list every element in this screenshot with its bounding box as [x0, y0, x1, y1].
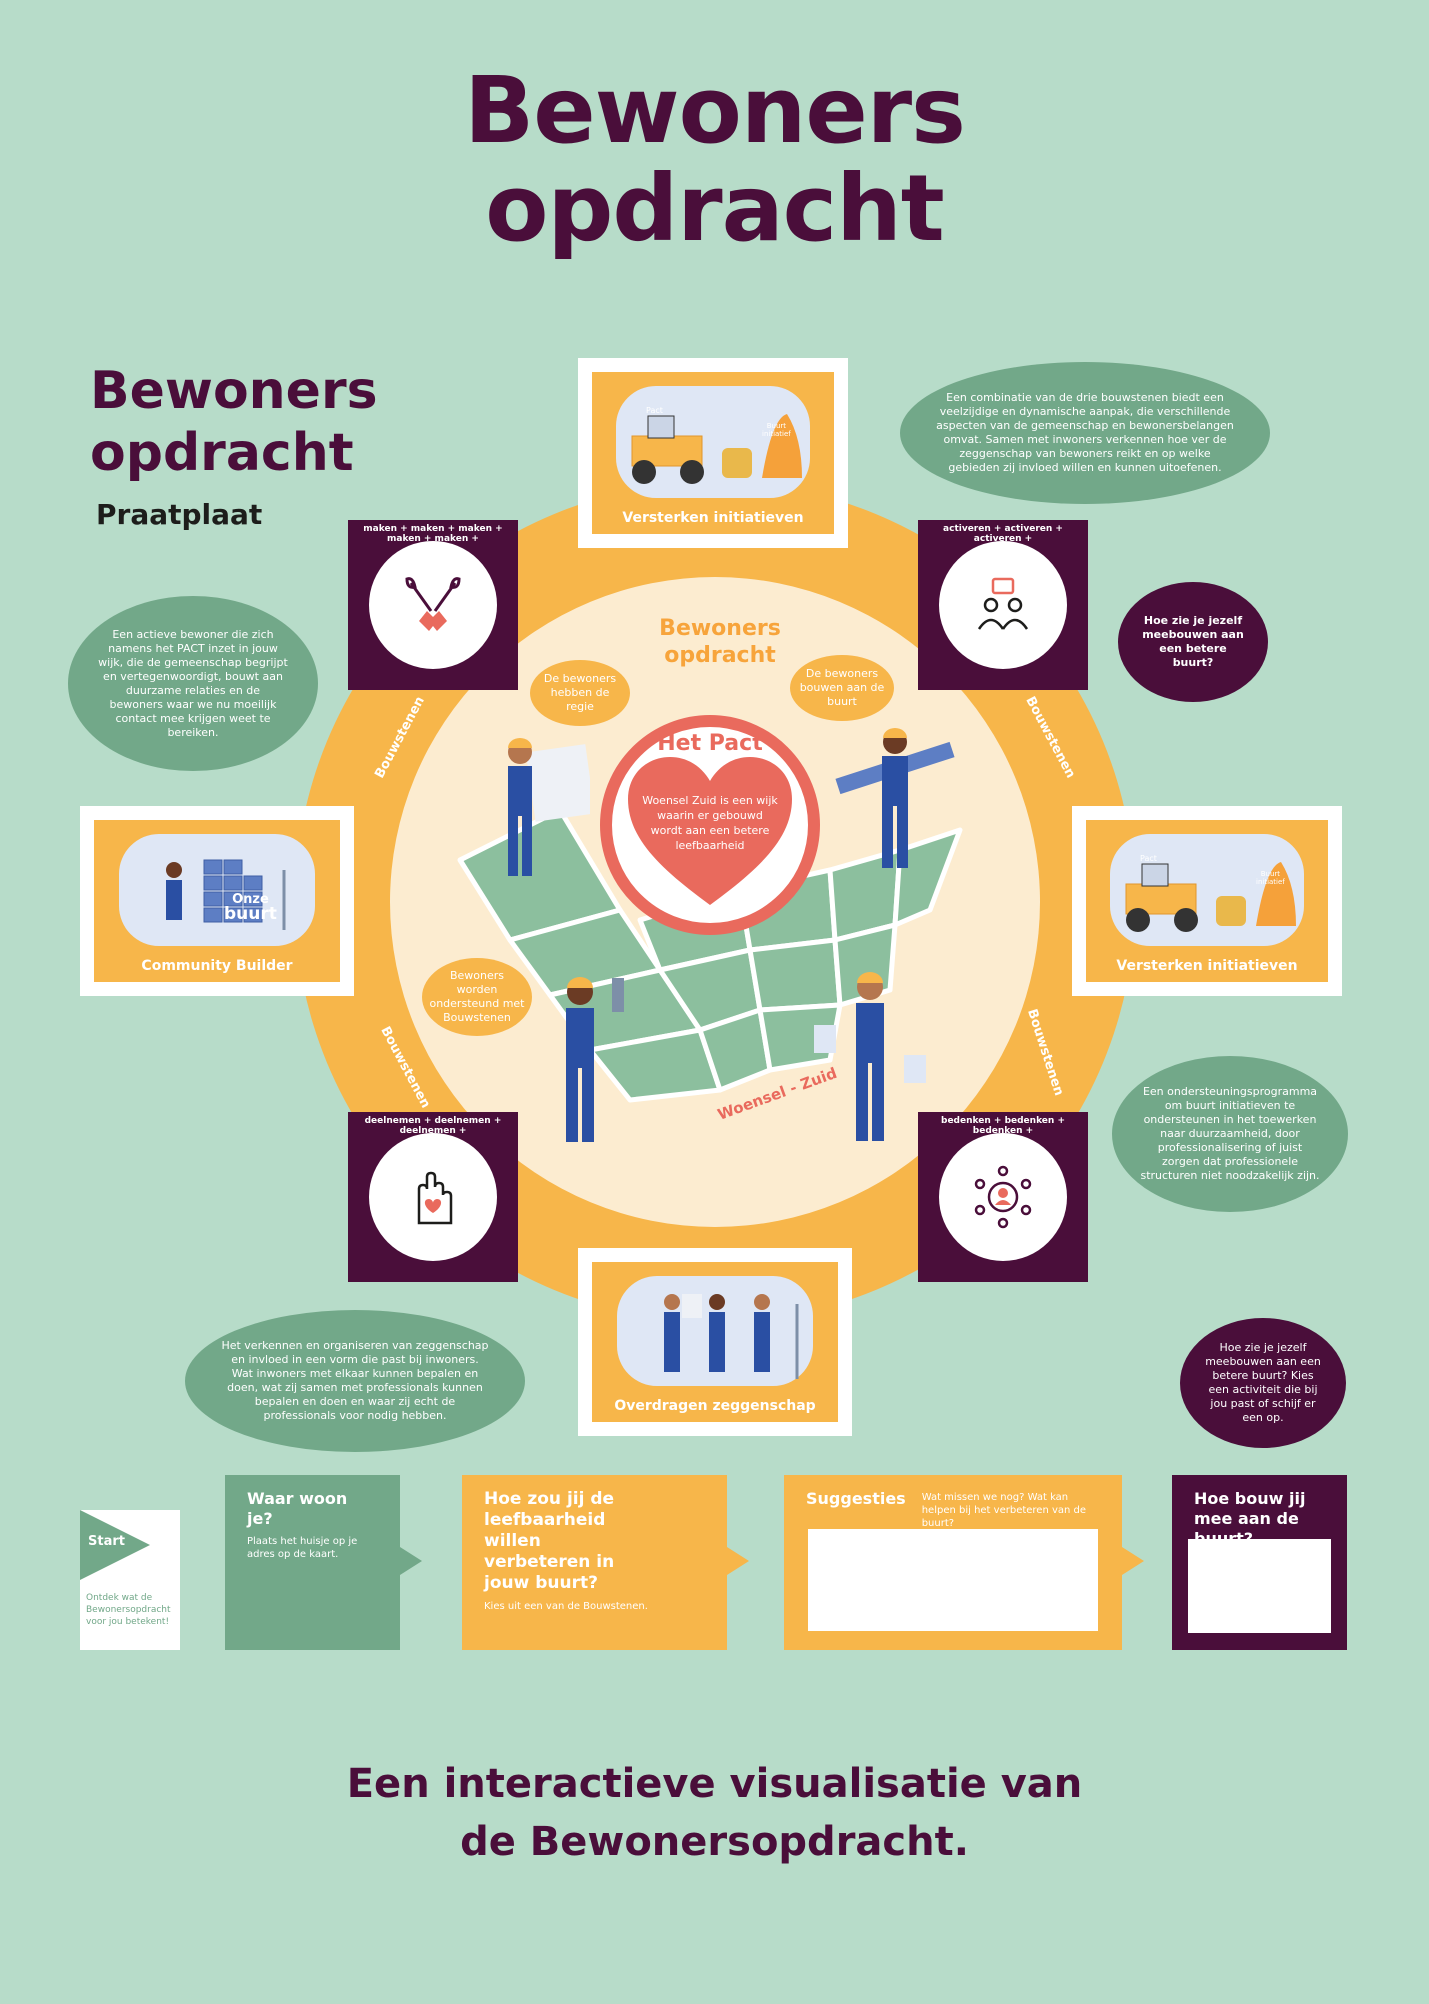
- block-activeren-text: activeren + activeren + activeren +: [943, 524, 1063, 544]
- start-label: Start: [88, 1534, 125, 1549]
- speech-left: Een actieve bewoner die zich namens het …: [68, 596, 318, 771]
- speech-question-bottom-right: Hoe zie je jezelf meebouwen aan een bete…: [1180, 1318, 1346, 1448]
- arrow-right-icon: [1122, 1547, 1144, 1575]
- page-title-line1: Bewoners: [464, 57, 966, 164]
- card-label: Community Builder: [141, 958, 293, 974]
- start-card[interactable]: Start Ontdek wat de Bewonersopdracht voo…: [80, 1510, 180, 1650]
- bulldozer-icon: [631, 414, 802, 484]
- step1-text: Plaats het huisje op je adres op de kaar…: [247, 1536, 358, 1560]
- worker-figure: [835, 728, 955, 868]
- center-title: Bewoners opdracht: [640, 615, 800, 669]
- side-title: Bewoners opdracht: [90, 360, 378, 484]
- speech-bottom-left: Het verkennen en organiseren van zeggens…: [185, 1310, 525, 1452]
- pact-text: Woensel Zuid is een wijk waarin er gebou…: [642, 794, 778, 852]
- block-deelnemen-circle: [369, 1133, 497, 1261]
- step2-title: Hoe zou jij de leefbaarheid willen verbe…: [484, 1489, 615, 1593]
- start-text: Ontdek wat de Bewonersopdracht voor jou …: [86, 1593, 171, 1627]
- footer-tagline: Een interactieve visualisatie van de Bew…: [0, 1755, 1429, 1871]
- card-label: Versterken initiatieven: [622, 510, 804, 526]
- sign-onze-buurt-line2: buurt: [224, 904, 277, 924]
- worker-figure: [508, 738, 590, 876]
- block-deelnemen-text: deelnemen + deelnemen + deelnemen +: [364, 1116, 502, 1136]
- team-icon: [664, 1294, 799, 1379]
- worker-figure: [814, 972, 926, 1141]
- block-activeren[interactable]: activeren + activeren + activeren +: [918, 520, 1088, 690]
- card-label: Overdragen zeggenschap: [614, 1398, 816, 1414]
- page-title-line2: opdracht: [485, 155, 944, 262]
- step-hoe-bouw-jij[interactable]: Hoe bouw jij mee aan de buurt?: [1172, 1475, 1347, 1650]
- sign-onze-buurt: Onze buurt: [224, 892, 277, 924]
- pact-title: Het Pact: [657, 731, 763, 756]
- speech-right-bottom: Een ondersteuningsprogramma om buurt ini…: [1112, 1056, 1348, 1212]
- card-versterken-right[interactable]: Pact Buurt initiatief Versterken initiat…: [1072, 806, 1342, 996]
- center-title-line1: Bewoners: [659, 616, 781, 641]
- block-bedenken-circle: [939, 1133, 1067, 1261]
- sign-initiatief-line2: initiatief: [762, 430, 791, 438]
- block-bedenken-text: bedenken + bedenken + bedenken +: [941, 1116, 1065, 1136]
- people-activate-icon: [977, 577, 1029, 630]
- arrow-right-icon: [727, 1547, 749, 1575]
- step-leefbaarheid[interactable]: Hoe zou jij de leefbaarheid willen verbe…: [462, 1475, 749, 1650]
- suggestion-input[interactable]: [808, 1529, 1098, 1631]
- step3-text: Wat missen we nog? Wat kan helpen bij he…: [921, 1492, 1087, 1529]
- block-deelnemen[interactable]: deelnemen + deelnemen + deelnemen +: [348, 1112, 518, 1282]
- hand-heart-icon: [417, 1171, 453, 1225]
- answer-input[interactable]: [1188, 1539, 1331, 1633]
- bubble-ondersteund: Bewoners worden ondersteund met Bouwsten…: [422, 958, 532, 1036]
- footer-line1: Een interactieve visualisatie van: [346, 1761, 1083, 1807]
- sign-initiatief-line1: Buurt: [1260, 870, 1281, 878]
- page-title: Bewoners opdracht: [0, 62, 1429, 258]
- sign-pact: Pact: [646, 406, 663, 415]
- start-arrow-icon: [80, 1510, 150, 1580]
- card-versterken-top[interactable]: Pact Buurt initiatief Versterken initiat…: [578, 358, 848, 548]
- block-bedenken[interactable]: bedenken + bedenken + bedenken +: [918, 1112, 1088, 1282]
- network-icon: [974, 1165, 1032, 1229]
- block-maken-circle: [369, 541, 497, 669]
- step1-title: Waar woon je?: [247, 1489, 348, 1528]
- bubble-bouwen: De bewoners bouwen aan de buurt: [790, 655, 894, 721]
- shovels-icon: [405, 577, 461, 631]
- worker-figure: [566, 977, 624, 1142]
- card-community-builder[interactable]: Onze buurt Community Builder: [80, 806, 354, 996]
- block-maken-text: maken + maken + maken + maken + maken +: [363, 524, 503, 544]
- blocks-wall-icon: [166, 859, 286, 930]
- card-label: Versterken initiatieven: [1116, 958, 1298, 974]
- arrow-right-icon: [400, 1547, 422, 1575]
- bulldozer-icon: [1125, 862, 1296, 932]
- speech-question-right: Hoe zie je jezelf meebouwen aan een bete…: [1118, 582, 1268, 702]
- block-maken[interactable]: maken + maken + maken + maken + maken +: [348, 520, 518, 690]
- side-subtitle: Praatplaat: [96, 498, 263, 531]
- block-activeren-circle: [939, 541, 1067, 669]
- footer-line2: de Bewonersopdracht.: [460, 1819, 969, 1865]
- side-title-line1: Bewoners: [90, 361, 378, 421]
- sign-pact: Pact: [1140, 854, 1157, 863]
- bubble-regie: De bewoners hebben de regie: [530, 660, 630, 726]
- sign-initiatief: Buurt initiatief: [762, 422, 791, 438]
- sign-onze-buurt-line1: Onze: [232, 892, 269, 907]
- speech-top-right: Een combinatie van de drie bouwstenen bi…: [900, 362, 1270, 504]
- step2-text: Kies uit een van de Bouwstenen.: [484, 1601, 648, 1612]
- card-overdragen[interactable]: Overdragen zeggenschap: [578, 1248, 852, 1436]
- heart-icon: [628, 757, 792, 905]
- step-waar-woon-je[interactable]: Waar woon je? Plaats het huisje op je ad…: [225, 1475, 422, 1650]
- side-title-line2: opdracht: [90, 423, 354, 483]
- center-title-line2: opdracht: [664, 643, 776, 668]
- sign-initiatief-line2: initiatief: [1256, 878, 1285, 886]
- sign-initiatief: Buurt initiatief: [1256, 870, 1285, 886]
- step3-title: Suggesties: [806, 1489, 906, 1508]
- step-suggesties[interactable]: Suggesties Wat missen we nog? Wat kan he…: [784, 1475, 1144, 1650]
- sign-initiatief-line1: Buurt: [766, 422, 787, 430]
